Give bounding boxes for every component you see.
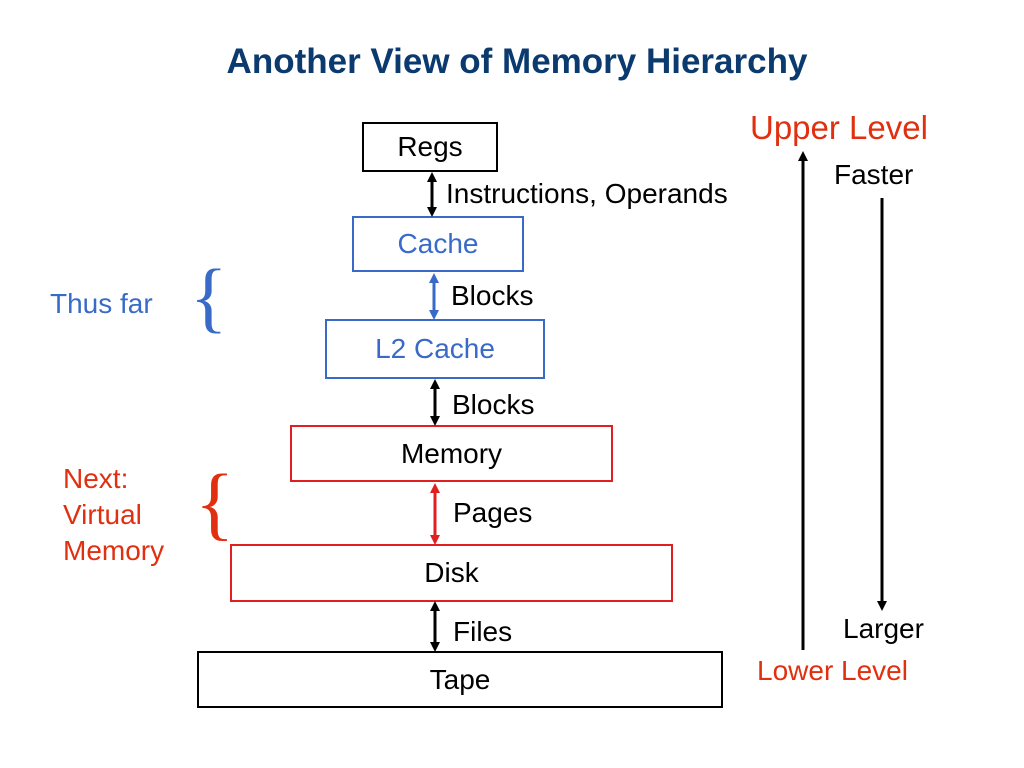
l2-cache-box: L2 Cache: [325, 319, 545, 379]
l2-cache-label: L2 Cache: [375, 333, 495, 364]
upper-level-label: Upper Level: [750, 109, 928, 146]
slide-title: Another View of Memory Hierarchy: [226, 42, 808, 81]
tape-label: Tape: [429, 663, 491, 695]
next-line: Next:: [63, 463, 129, 494]
memory-box: Memory: [290, 425, 613, 482]
regs-cache-transfer-label: Instructions, Operands: [446, 178, 728, 209]
cache-label: Cache: [397, 228, 479, 259]
memory-disk-transfer-label: Pages: [453, 497, 533, 528]
thus-far-label: Thus far: [50, 288, 153, 319]
next-brace: {: [195, 457, 235, 548]
next-virtual-memory-label: Next: Virtual Memory: [63, 461, 164, 569]
regs-box: Regs: [362, 122, 498, 172]
memory-line: Memory: [63, 535, 165, 566]
tape-box: Tape: [197, 651, 723, 708]
thus-far-brace: {: [190, 253, 228, 340]
disk-label: Disk: [424, 557, 479, 588]
faster-label: Faster: [834, 159, 914, 190]
virtual-line: Virtual: [63, 499, 142, 530]
regs-label: Regs: [397, 131, 463, 162]
larger-label: Larger: [843, 613, 924, 644]
lower-level-label: Lower Level: [757, 655, 908, 686]
l2-memory-transfer-label: Blocks: [452, 389, 535, 420]
memory-label: Memory: [400, 437, 503, 469]
cache-l2-transfer-label: Blocks: [451, 280, 534, 311]
disk-box: Disk: [230, 544, 673, 602]
disk-tape-transfer-label: Files: [453, 616, 513, 647]
cache-box: Cache: [352, 216, 524, 272]
